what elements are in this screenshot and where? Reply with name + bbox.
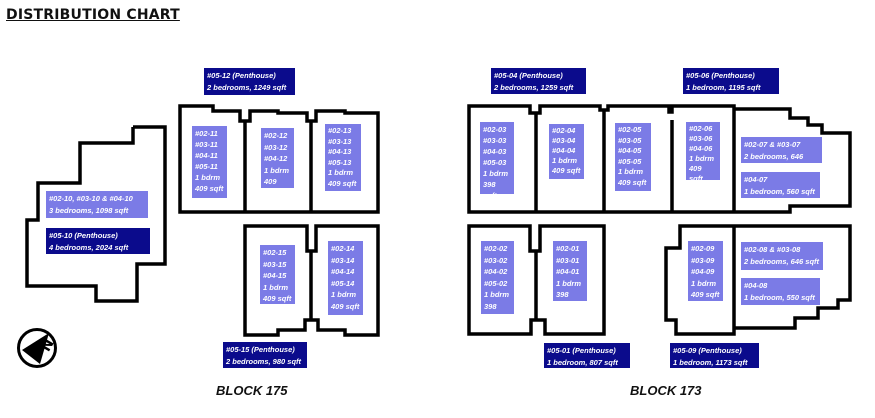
block173-top-row-outline [467,104,852,214]
block173-bottom-right-outline [664,224,852,336]
block175-bottom-row-outline [243,224,380,337]
penthouse-05-15-label: #05-15 (Penthouse) 2 bedrooms, 980 sqft [223,342,307,368]
penthouse-05-04-label: #05-04 (Penthouse) 2 bedrooms, 1259 sqft [491,68,586,94]
unit-03-label: #02-03 #03-03 #04-03 #05-03 1 bdrm 398 s… [480,122,514,200]
unit-08-label: #02-08 & #03-08 2 bedrooms, 646 sqft [741,242,823,270]
unit-12-label: #02-12 #03-12 #04-12 1 bdrm 409 sqft [261,128,294,198]
block173-bottom-left-outline [467,224,606,336]
unit-04-label: #02-04 #03-04 #04-04 1 bdrm 409 sqft [549,124,584,179]
penthouse-05-10-label: #05-10 (Penthouse) 4 bedrooms, 2024 sqft [46,228,150,254]
unit-15-label: #02-15 #03-15 #04-15 1 bdrm 409 sqft [260,245,295,304]
block-175-label: BLOCK 175 [216,383,288,398]
north-compass-icon: N [17,328,58,368]
penthouse-05-06-label: #05-06 (Penthouse) 1 bedroom, 1195 sqft [683,68,779,94]
block175-top-row-outline [178,104,380,214]
unit-05-label: #02-05 #03-05 #04-05 #05-05 1 bdrm 409 s… [615,123,651,191]
unit-02-label: #02-02 #03-02 #04-02 #05-02 1 bdrm 398 s… [481,241,514,322]
unit-10-outline [25,125,167,303]
unit-04-07-label: #04-07 1 bedroom, 560 sqft [741,172,820,198]
unit-13-label: #02-13 #03-13 #04-13 #05-13 1 bdrm 409 s… [325,124,361,191]
unit-11-label: #02-11 #03-11 #04-11 #05-11 1 bdrm 409 s… [192,126,227,198]
unit-14-label: #02-14 #03-14 #04-14 #05-14 1 bdrm 409 s… [328,241,363,315]
unit-10-label: #02-10, #03-10 & #04-10 3 bedrooms, 1098… [46,191,148,218]
block-173-label: BLOCK 173 [630,383,702,398]
penthouse-05-01-label: #05-01 (Penthouse) 1 bedroom, 807 sqft [544,343,630,368]
unit-04-08-label: #04-08 1 bedroom, 550 sqft [741,278,820,305]
unit-06-label: #02-06 #03-06 #04-06 1 bdrm 409 sqft [686,122,720,183]
page-title: DISTRIBUTION CHART [6,7,180,23]
unit-01-label: #02-01 #03-01 #04-01 1 bdrm 398 sqft [553,241,587,311]
penthouse-05-09-label: #05-09 (Penthouse) 1 bedroom, 1173 sqft [670,343,759,368]
unit-07-label: #02-07 & #03-07 2 bedrooms, 646 sqft [741,137,822,172]
unit-09-label: #02-09 #03-09 #04-09 1 bdrm 409 sqft [688,241,723,301]
penthouse-05-12-label: #05-12 (Penthouse) 2 bedrooms, 1249 sqft [204,68,295,95]
